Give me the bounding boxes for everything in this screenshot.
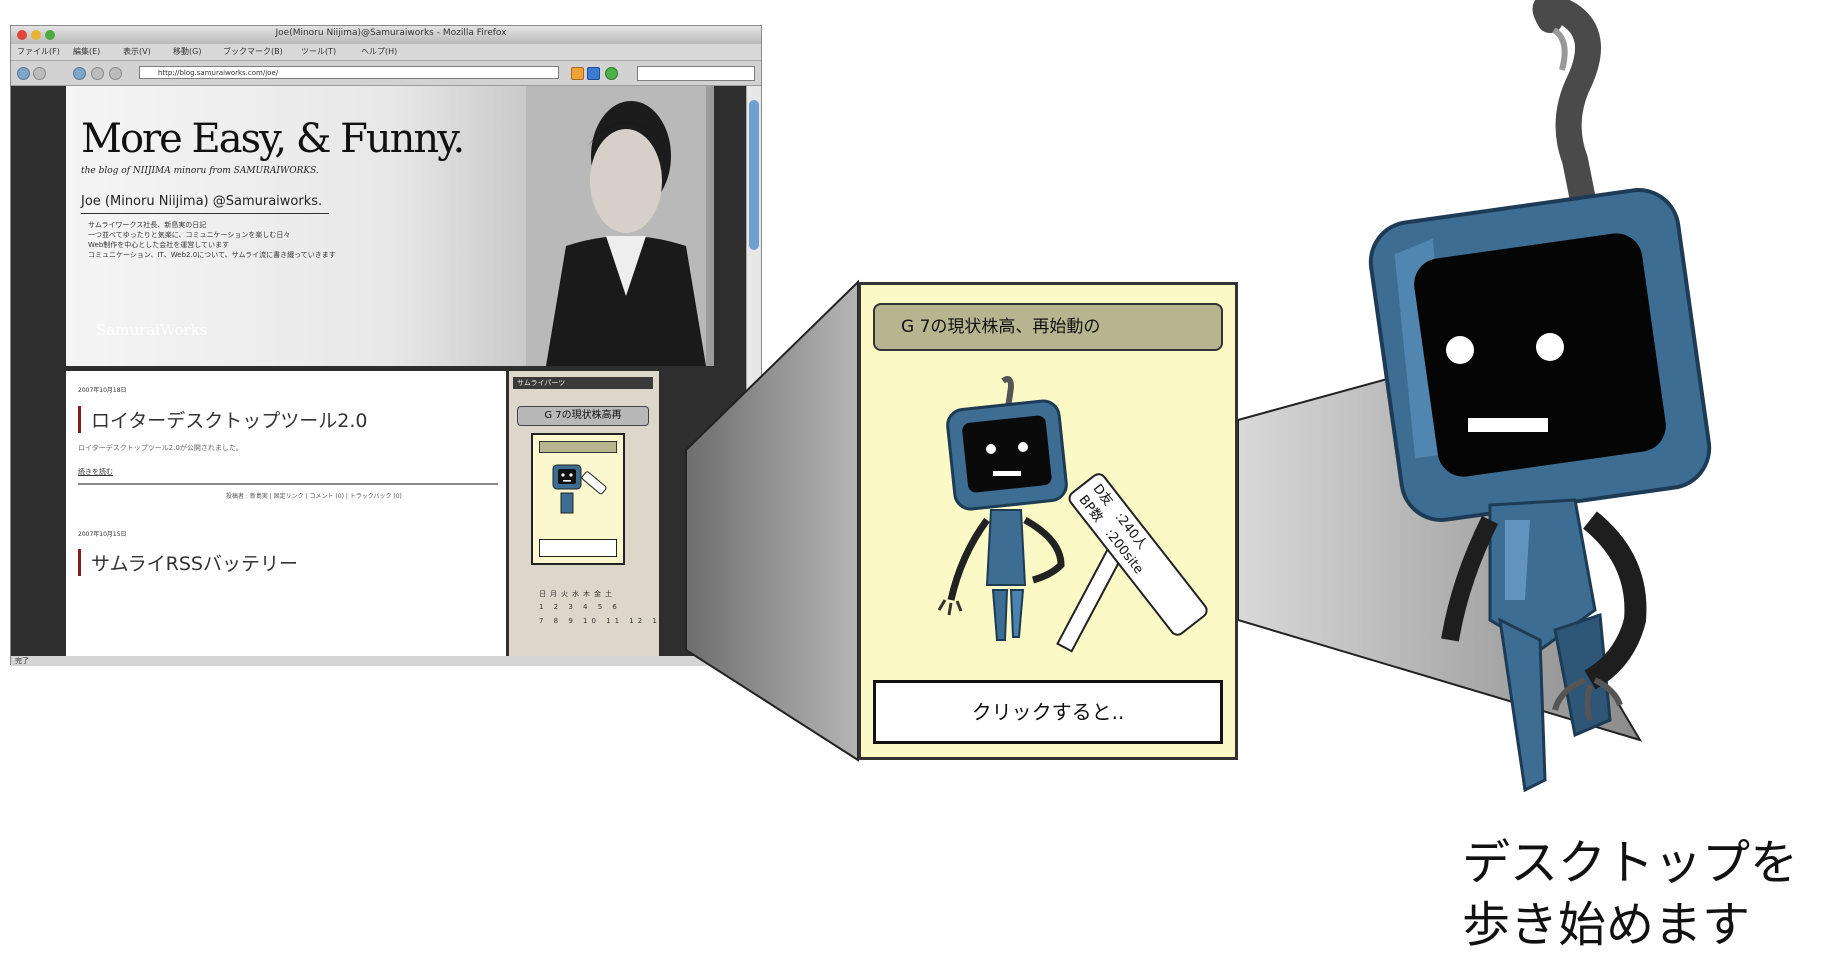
author-link[interactable]: Joe (Minoru Niijima) @Samuraiworks. <box>81 194 323 209</box>
go-icon[interactable] <box>605 67 618 80</box>
navigation-toolbar: http://blog.samuraiworks.com/joe/ <box>11 61 761 86</box>
menu-file[interactable]: ファイル(F) <box>17 47 60 56</box>
close-icon[interactable] <box>17 30 27 40</box>
sidebar-heading: サムライパーツ <box>513 377 653 389</box>
home-icon[interactable] <box>109 67 122 80</box>
menu-bar: ファイル(F) 編集(E) 表示(V) 移動(G) ブックマーク(B) ツール(… <box>11 44 761 61</box>
stop-icon[interactable] <box>91 67 104 80</box>
calendar-row: 1 2 3 4 5 6 <box>539 603 621 611</box>
rss-icon[interactable] <box>571 67 584 80</box>
menu-help[interactable]: ヘルプ(H) <box>361 47 398 56</box>
calendar-days: 日月火水木金土 <box>539 590 616 598</box>
scroll-thumb[interactable] <box>749 100 759 250</box>
blog-header: More Easy, & Funny. the blog of NIIJIMA … <box>66 86 714 366</box>
walking-robot-illustration <box>1368 0 1712 793</box>
calendar-row: 7 8 9 10 11 12 13 <box>539 617 670 625</box>
post-excerpt: ロイターデスクトップツール2.0が公開されました。 <box>78 444 243 452</box>
post-divider <box>78 483 498 485</box>
browser-window: Joe(Minoru Niijima)@Samuraiworks - Mozil… <box>10 25 762 666</box>
caption: デスクトップを 歩き始めます <box>1462 832 1798 956</box>
samuraiworks-logo: SamuraiWorks <box>96 321 208 339</box>
author-underline <box>81 213 329 214</box>
menu-bookmarks[interactable]: ブックマーク(B) <box>223 47 283 56</box>
robot-icon <box>937 376 1068 641</box>
blog-sidebar: サムライパーツ G 7の現状株高再 日月火水木金土 1 2 3 4 5 6 7 … <box>509 371 665 656</box>
post-meta: 投稿者 : 新島実 | 固定リンク | コメント (0) | トラックバック (… <box>226 493 402 500</box>
menu-go[interactable]: 移動(G) <box>173 47 202 56</box>
news-headline[interactable]: G 7の現状株高、再始動の <box>873 303 1223 351</box>
post-title[interactable]: ロイターデスクトップツール2.0 <box>78 406 367 433</box>
mini-widget-header <box>539 441 617 453</box>
click-prompt-button[interactable]: クリックすると.. <box>873 680 1223 744</box>
post-date: 2007年10月18日 <box>78 387 127 394</box>
caption-line-1: デスクトップを <box>1462 835 1799 891</box>
desc-line: Web制作を中心とした会社を運営しています <box>88 241 230 249</box>
title-bar: Joe(Minoru Niijima)@Samuraiworks - Mozil… <box>11 26 761 44</box>
desc-line: コミュニケーション、IT、Web2.0について、サムライ流に書き綴っていきます <box>88 251 336 259</box>
widget-label: G 7の現状株高再 <box>517 406 649 426</box>
post-title[interactable]: サムライRSSバッテリー <box>78 549 298 576</box>
menu-tools[interactable]: ツール(T) <box>301 47 337 56</box>
feed-icon[interactable] <box>587 67 600 80</box>
post-date: 2007年10月15日 <box>78 531 127 538</box>
back-icon[interactable] <box>17 67 30 80</box>
address-bar[interactable]: http://blog.samuraiworks.com/joe/ <box>139 66 559 79</box>
minimize-icon[interactable] <box>31 30 41 40</box>
read-more-link[interactable]: 続きを読む <box>78 468 113 476</box>
caption-line-2: 歩き始めます <box>1462 897 1751 953</box>
widget-card[interactable]: G 7の現状株高、再始動の クリックすると.. <box>858 282 1238 760</box>
mini-widget-footer <box>539 539 617 557</box>
blog-subtitle: the blog of NIIJIMA minoru from SAMURAIW… <box>81 166 319 176</box>
blog-title: More Easy, & Funny. <box>81 116 465 162</box>
desc-line: 一つ並べてゆったりと気楽に、コミュニケーションを楽しむ日々 <box>88 231 291 239</box>
forward-icon[interactable] <box>33 67 46 80</box>
mini-widget-card[interactable] <box>531 433 625 565</box>
reload-icon[interactable] <box>73 67 86 80</box>
desc-line: サムライワークス社長、新島実の日記 <box>88 221 207 229</box>
author-photo <box>526 86 706 366</box>
status-text: 完了 <box>15 657 29 665</box>
status-bar: 完了 <box>11 656 761 666</box>
window-title: Joe(Minoru Niijima)@Samuraiworks - Mozil… <box>275 28 507 38</box>
menu-edit[interactable]: 編集(E) <box>73 47 101 56</box>
main-content: 2007年10月18日 ロイターデスクトップツール2.0 ロイターデスクトップツ… <box>66 371 506 656</box>
zoom-icon[interactable] <box>45 30 55 40</box>
mini-robot-icon <box>552 464 607 514</box>
web-page: More Easy, & Funny. the blog of NIIJIMA … <box>11 86 746 656</box>
menu-view[interactable]: 表示(V) <box>123 47 151 56</box>
search-input[interactable] <box>637 66 755 81</box>
